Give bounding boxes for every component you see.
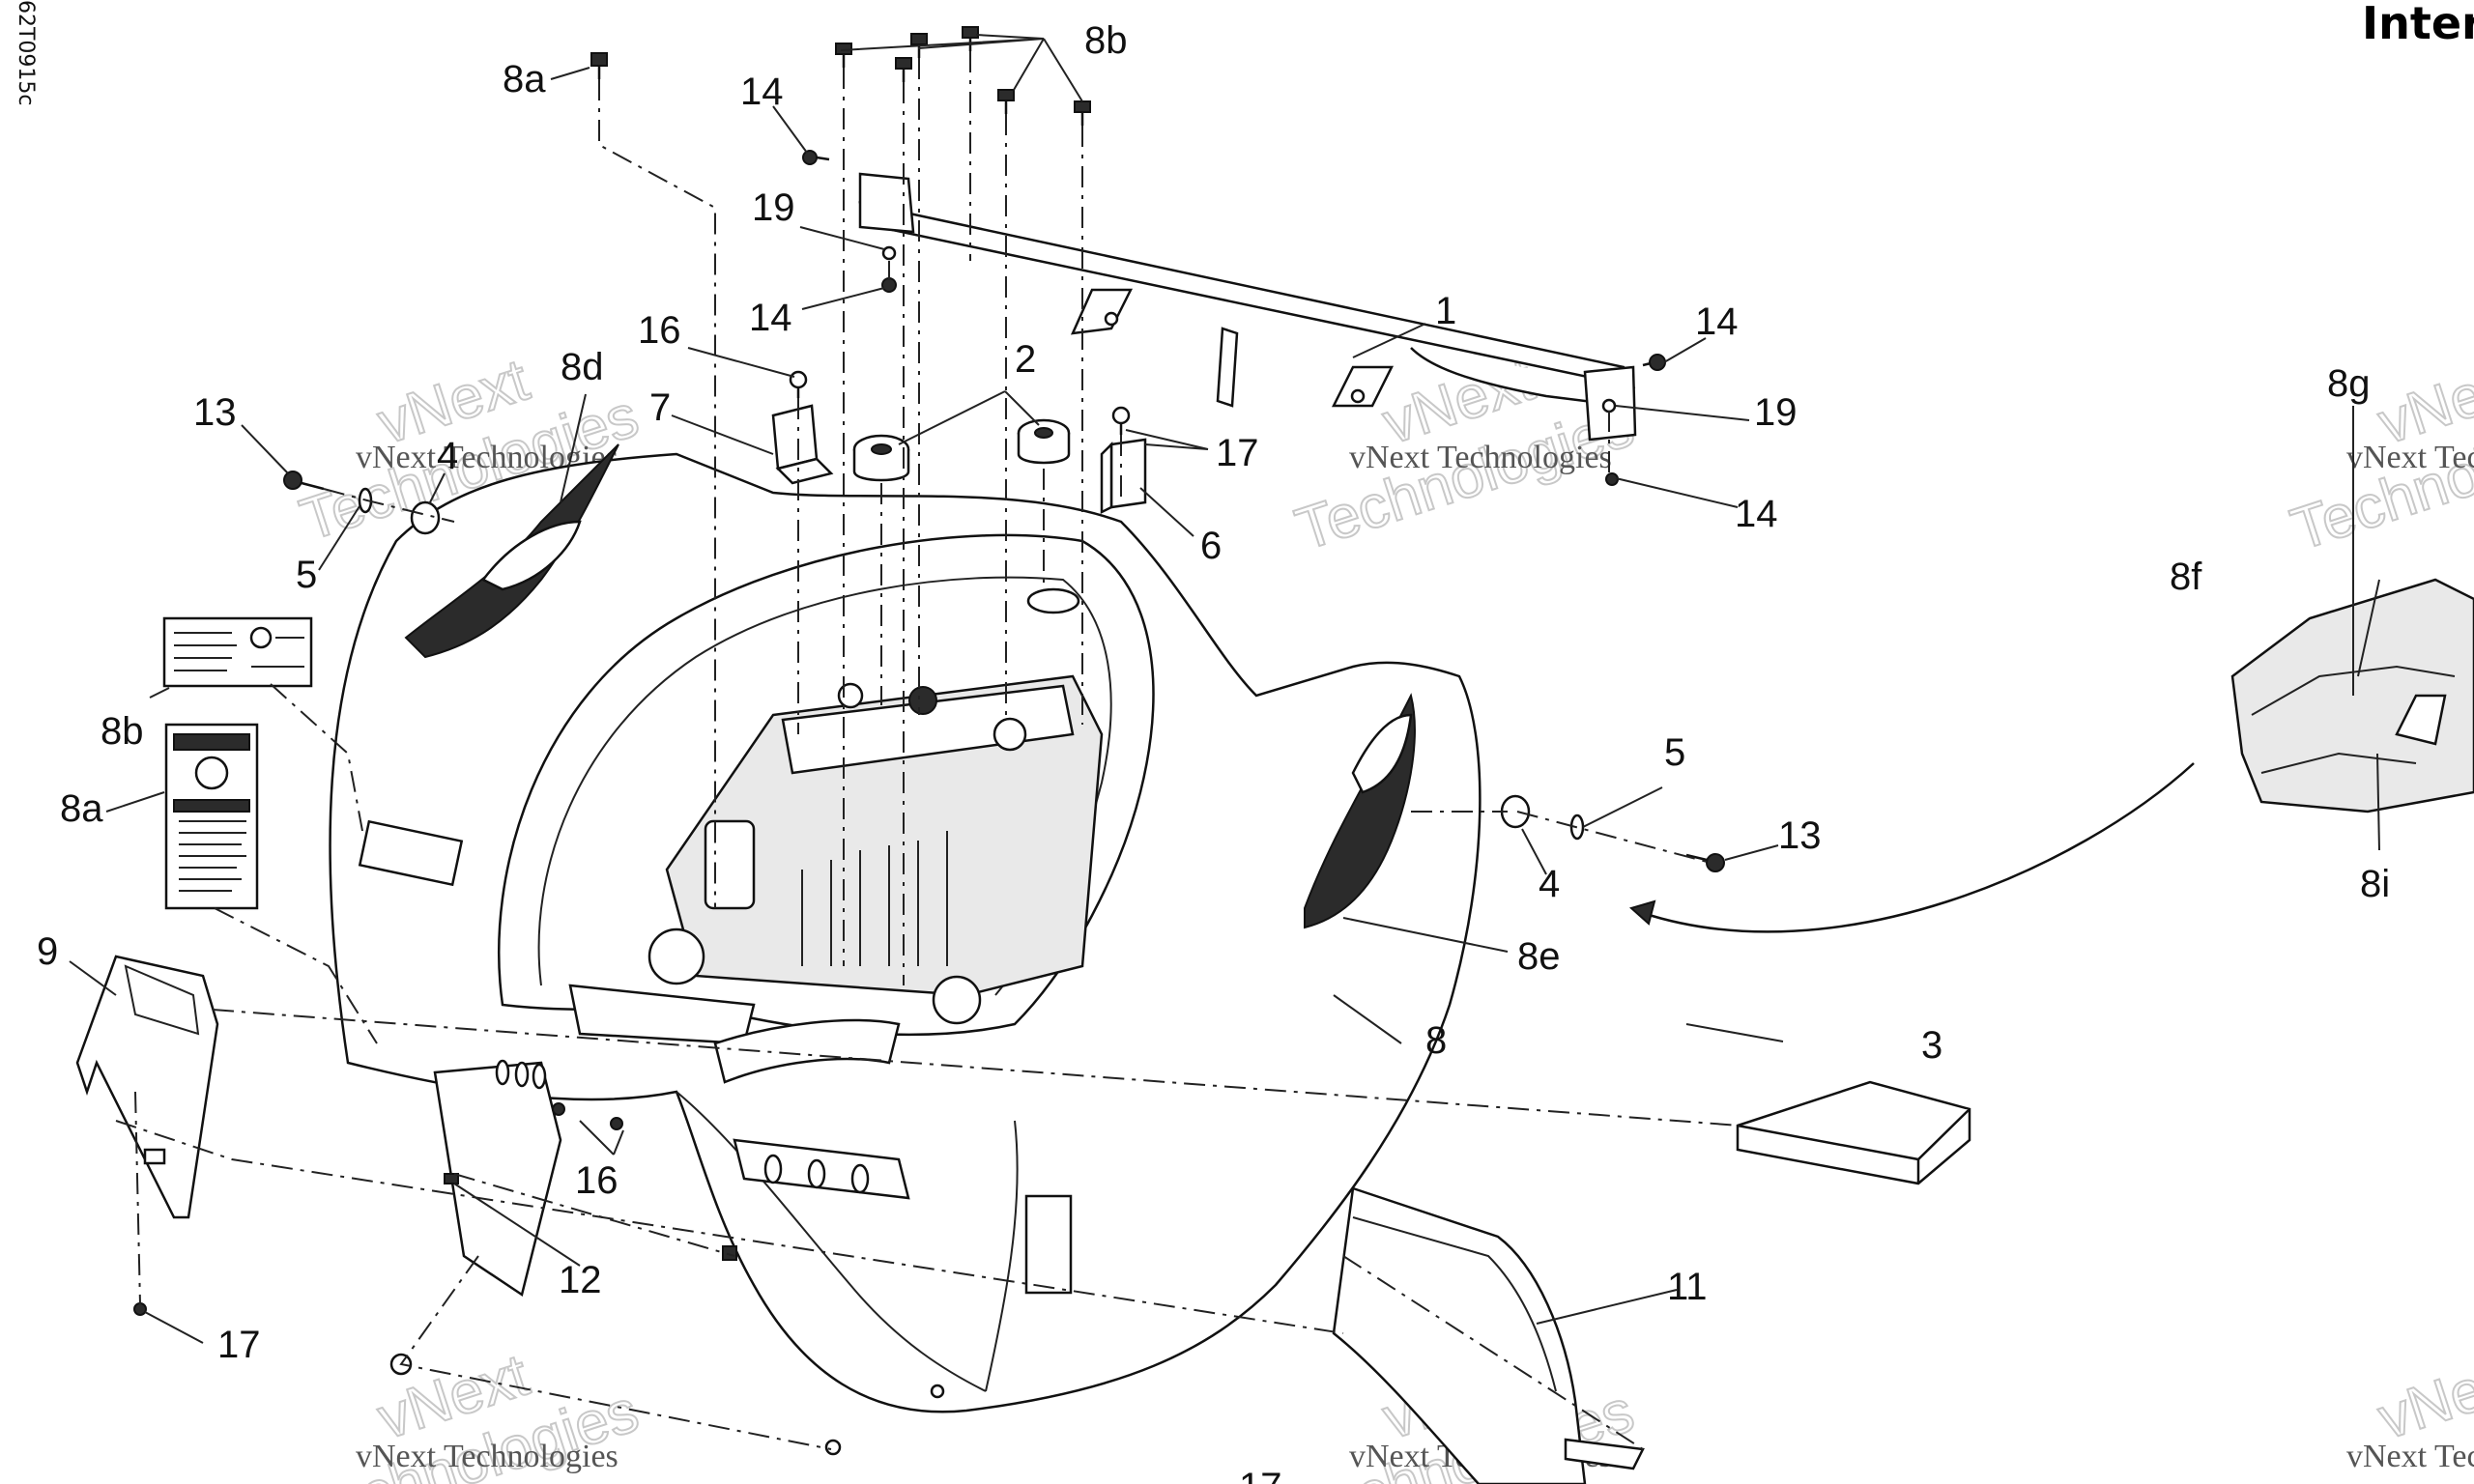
grommet-2-left (852, 434, 910, 482)
label-8b (162, 616, 313, 688)
callout-11: 12 (559, 1259, 602, 1301)
clip-11-b (722, 1245, 737, 1261)
screw-13-right (1685, 853, 1725, 872)
callout-14-c: 14 (1695, 300, 1739, 343)
screw-12-e (895, 57, 912, 82)
svg-text:vNext Technologies: vNext Technologies (356, 1439, 618, 1474)
callout-7: 7 (649, 386, 671, 429)
callout-1: 1 (1435, 290, 1456, 332)
drawing-code: 62T0915c (14, 0, 38, 106)
callout-2: 2 (1015, 338, 1036, 381)
screw-12-b (835, 43, 852, 68)
detail-arrow (1628, 762, 2195, 933)
rivet-17-c (824, 1439, 842, 1456)
assembly-lines (115, 51, 1740, 1450)
callout-15: 16 (575, 1159, 618, 1202)
screw-12-d (962, 26, 979, 51)
callout-8d: 8d (561, 346, 604, 388)
screw-14-b (881, 277, 897, 293)
callout-8e: 8e (1517, 935, 1561, 978)
body-panel-8 (329, 443, 1482, 1413)
screw-14-a (802, 150, 830, 165)
callout-19-left: 19 (752, 186, 795, 229)
cover-3 (1736, 1080, 1971, 1185)
callout-8f: 8f (2170, 556, 2202, 598)
callout-labels: 8a 8b 14 19 14 1 2 16 8d 7 17 6 14 19 14… (37, 19, 2390, 1484)
nut-4-left (410, 500, 441, 535)
callout-16-left: 16 (638, 309, 681, 352)
callout-14-a: 14 (740, 71, 784, 113)
callout-10: 11 (1667, 1266, 1708, 1308)
callout-9: 9 (37, 930, 58, 973)
bracket-rail-1 (858, 172, 1637, 442)
callout-8: 8 (1425, 1019, 1447, 1062)
svg-text:vNext Technologies: vNext Technologies (2346, 440, 2474, 475)
callout-8g: 8g (2327, 362, 2371, 405)
screw-14-c (1642, 354, 1666, 371)
callout-8b: 8b (101, 710, 144, 753)
screw-15-a (552, 1102, 565, 1116)
screw-13-left (283, 471, 325, 491)
callout-12-left: 8a (503, 58, 546, 100)
screw-16-b (1111, 406, 1131, 435)
bracket-6 (1100, 438, 1147, 515)
watermark-top-right: vNext Technologies vNext Technologies (2283, 346, 2474, 565)
side-panel-10 (1332, 1186, 1645, 1484)
washer-19-a (881, 245, 897, 261)
svg-text:vNext Technologies: vNext Technologies (1349, 440, 1612, 475)
washer-19-b (1601, 398, 1617, 414)
screw-15-b (610, 1117, 623, 1130)
callout-6: 6 (1200, 525, 1222, 567)
watermark-bottom-left: vNext Technologies vNext Technologies (292, 1341, 647, 1484)
svg-text:vNext: vNext (2371, 1342, 2474, 1453)
side-panel-9 (75, 955, 219, 1219)
screw-12-a (590, 52, 608, 79)
screw-12-f (997, 89, 1015, 114)
callout-16-right: 17 (1216, 432, 1259, 474)
svg-text:vNext Technologies: vNext Technologies (2346, 1439, 2474, 1474)
leader-lines (69, 34, 2380, 1344)
callout-19-right: 19 (1754, 391, 1798, 434)
grommet-2-right (1017, 418, 1071, 465)
callout-13-left: 13 (193, 391, 237, 434)
callout-4-left: 4 (437, 435, 458, 477)
front-fascia-11 (433, 984, 901, 1298)
callout-3: 3 (1921, 1024, 1942, 1067)
callout-5-right: 5 (1664, 731, 1685, 774)
fasteners (133, 26, 1725, 1456)
callout-17-left: 17 (217, 1324, 261, 1366)
watermark-bottom-right: vNext vNext Technologies (2346, 1341, 2474, 1474)
label-8a (164, 723, 259, 910)
callout-4-right: 4 (1539, 863, 1560, 905)
clip-11-a (444, 1173, 459, 1184)
bracket-7 (771, 404, 834, 485)
callout-17-bottom: 17 (1239, 1466, 1282, 1484)
screw-12-g (1074, 100, 1091, 126)
callout-14-b: 14 (749, 297, 792, 339)
callout-14-d: 14 (1735, 493, 1778, 535)
callout-8i: 8i (2360, 863, 2390, 905)
callout-13-right: 13 (1778, 814, 1822, 857)
callout-12-top: 8b (1084, 19, 1128, 62)
callout-5-left: 5 (296, 554, 317, 596)
rivet-17-a (133, 1302, 147, 1316)
callout-8a: 8a (60, 787, 103, 830)
page-title: Inter (2362, 0, 2474, 49)
